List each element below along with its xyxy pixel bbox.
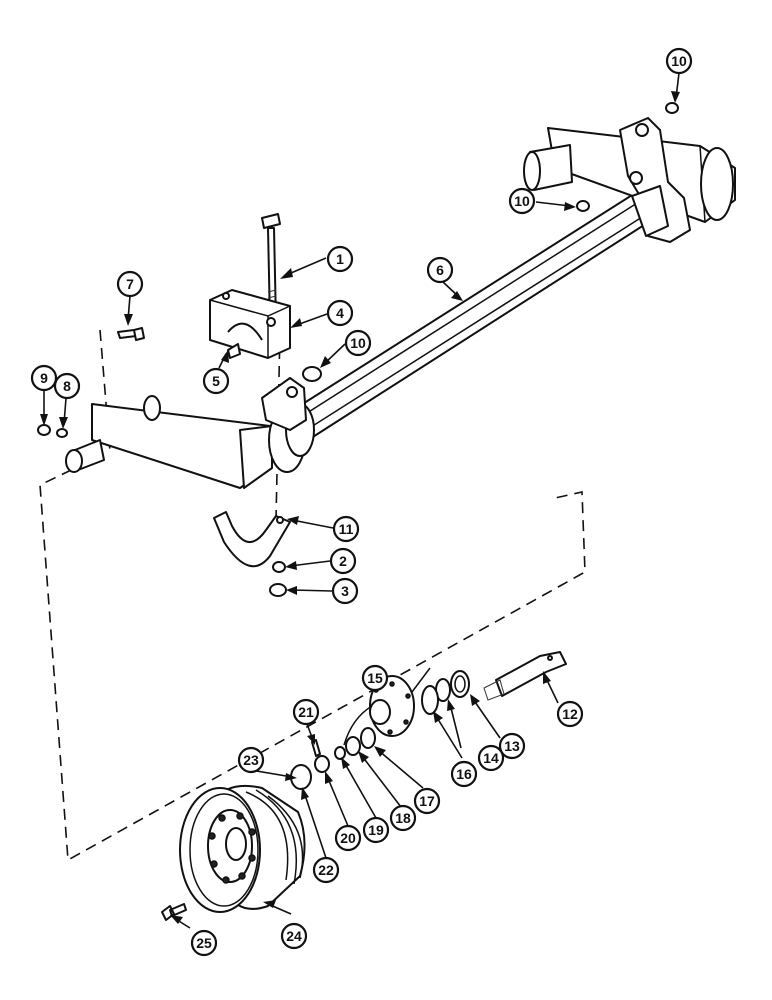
wheel-hub	[369, 675, 415, 737]
bearing-18	[345, 736, 361, 756]
nut-3	[269, 583, 287, 597]
callout-22: 22	[312, 856, 340, 884]
parts-drawing	[37, 102, 736, 921]
svg-text:13: 13	[504, 738, 520, 754]
assembly-dashed-line	[39, 461, 586, 862]
callout-4: 4	[326, 299, 354, 327]
svg-text:8: 8	[63, 378, 71, 394]
callout-13: 13	[498, 732, 526, 760]
callout-23: 23	[237, 746, 265, 774]
svg-text:7: 7	[126, 276, 134, 292]
svg-text:3: 3	[341, 583, 349, 599]
right-axle-arm	[523, 117, 736, 243]
wheel-bolt-25	[161, 903, 187, 921]
svg-text:12: 12	[562, 706, 578, 722]
bearing-cup-17	[360, 727, 376, 749]
washer-19	[334, 746, 346, 760]
svg-text:10: 10	[350, 335, 366, 351]
callouts: 1 2 3 4 5 6 7 8 9 10 10 10 11 12 13 14 1…	[30, 47, 693, 957]
callout-10-front: 10	[344, 329, 372, 357]
callout-24: 24	[280, 922, 308, 950]
callout-10-mid: 10	[508, 187, 536, 215]
svg-text:18: 18	[395, 810, 411, 826]
small-bolt-5	[227, 343, 241, 359]
callout-8: 8	[53, 372, 81, 400]
callout-20: 20	[334, 824, 362, 852]
svg-text:2: 2	[339, 553, 347, 569]
hub-group-bracket	[343, 667, 431, 746]
svg-text:4: 4	[336, 305, 344, 321]
wheel-rim	[179, 784, 306, 913]
callout-5: 5	[202, 367, 230, 395]
nut-10-rear-top	[665, 102, 679, 114]
svg-text:19: 19	[368, 822, 384, 838]
svg-text:20: 20	[340, 830, 356, 846]
callout-15: 15	[361, 664, 389, 692]
callout-6: 6	[426, 256, 454, 284]
callout-19: 19	[362, 816, 390, 844]
svg-text:15: 15	[367, 670, 383, 686]
lock-washer-2	[272, 561, 286, 573]
left-axle-arm	[65, 377, 315, 489]
callout-2: 2	[329, 547, 357, 575]
callout-12: 12	[556, 700, 584, 728]
svg-text:11: 11	[339, 521, 354, 537]
callout-21: 21	[292, 698, 320, 726]
clamp-block	[209, 289, 291, 359]
callout-16: 16	[450, 760, 478, 788]
callout-14: 14	[477, 744, 505, 772]
seal-13	[450, 670, 470, 698]
svg-text:23: 23	[243, 752, 259, 768]
callout-1: 1	[326, 245, 354, 273]
svg-text:25: 25	[196, 935, 212, 951]
callout-7: 7	[116, 270, 144, 298]
bolt-alignment-dashed-line	[99, 329, 111, 453]
svg-text:10: 10	[514, 193, 530, 209]
callout-10-top: 10	[665, 47, 693, 75]
callout-25: 25	[190, 929, 218, 957]
callout-3: 3	[331, 577, 359, 605]
svg-text:22: 22	[318, 862, 334, 878]
callout-11: 11	[332, 515, 360, 543]
svg-text:24: 24	[286, 928, 302, 944]
svg-text:6: 6	[436, 262, 444, 278]
castle-nut-20	[314, 755, 330, 773]
bearing-cup-16	[421, 685, 439, 715]
svg-text:5: 5	[212, 373, 220, 389]
svg-text:21: 21	[298, 704, 314, 720]
callout-18: 18	[389, 804, 417, 832]
washer-8	[56, 428, 68, 438]
svg-text:16: 16	[456, 766, 472, 782]
leader-lines	[40, 72, 680, 929]
nut-9	[37, 424, 51, 436]
nut-10-rear-mid	[576, 200, 590, 212]
callout-17: 17	[413, 787, 441, 815]
nut-10-front	[302, 366, 322, 382]
svg-text:9: 9	[40, 370, 48, 386]
svg-text:10: 10	[671, 53, 687, 69]
callout-9: 9	[30, 364, 58, 392]
clamp-strap	[213, 511, 291, 568]
spindle	[483, 651, 567, 701]
svg-text:17: 17	[419, 793, 435, 809]
svg-text:1: 1	[336, 251, 344, 267]
svg-text:14: 14	[483, 750, 499, 766]
